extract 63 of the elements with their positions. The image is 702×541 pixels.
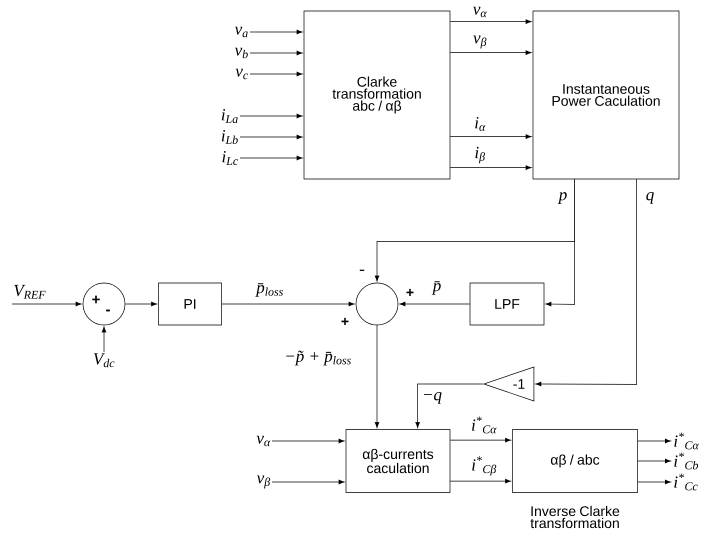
arrow <box>240 114 302 118</box>
edge-label: v$_{β}$ <box>472 34 488 50</box>
arrow <box>400 302 470 306</box>
arrow <box>450 134 532 139</box>
arrow <box>638 438 671 444</box>
process-box: αβ-currents caculation <box>346 429 450 493</box>
signal-label: i$^{*}$Cc <box>674 474 698 490</box>
sign-label: + <box>406 288 414 296</box>
arrow <box>450 438 511 442</box>
edge-label: i$^{*}$Cβ <box>470 455 498 477</box>
edge-label: −q <box>421 391 443 405</box>
edge-label: i$_{β}$ <box>473 146 487 164</box>
arrow <box>102 326 106 352</box>
arrow <box>374 325 380 428</box>
arrow <box>450 478 511 484</box>
signal-label: v$_{a}$ <box>234 26 248 38</box>
arrow <box>638 480 671 484</box>
signal-label: v$_{α}$ <box>256 436 270 446</box>
arrow <box>250 30 302 34</box>
signal-label: i$_{Lb}$ <box>222 130 238 144</box>
arrow <box>450 50 532 55</box>
arrow <box>250 50 302 56</box>
arrow <box>535 179 637 386</box>
arrow <box>272 438 344 444</box>
signal-label: v$_{β}$ <box>256 476 270 488</box>
arrow <box>638 458 671 464</box>
signal-label: i$^{*}$Cα <box>674 432 699 450</box>
edge-label: p <box>558 191 568 205</box>
arrow <box>222 302 354 306</box>
edge-label: p̄ <box>432 280 442 296</box>
arrow <box>250 72 302 76</box>
arrow <box>415 384 484 428</box>
arrow <box>125 302 157 306</box>
signal-label: v$_{c}$ <box>236 68 248 80</box>
signal-label: v$_{b}$ <box>234 48 248 58</box>
signal-label: i$^{*}$Cb <box>674 452 698 470</box>
edge-label: p̄$_{loss}$ <box>255 282 285 298</box>
edge-label: q <box>644 191 656 205</box>
summing-junction: + - <box>82 282 126 326</box>
signal-label: i$_{Lc}$ <box>222 151 238 165</box>
arrow <box>546 179 575 306</box>
arrow <box>240 134 302 140</box>
process-box: PI <box>158 282 222 326</box>
process-box: Clarke transformation abc / αβ <box>304 10 450 180</box>
edge-label: v$_{α}$ <box>472 6 488 18</box>
signal-label: V$_{dc}$ <box>94 353 114 368</box>
sign-label: - <box>360 270 364 271</box>
edge-label: i$^{*}$Cα <box>470 416 498 434</box>
arrow <box>450 165 532 170</box>
arrow <box>12 302 82 306</box>
signal-label: i$_{La}$ <box>222 109 238 123</box>
arrow <box>450 19 532 24</box>
sign-label: + <box>342 318 349 325</box>
edge-label: i$_{α}$ <box>473 116 487 132</box>
signal-label: V$_{REF}$ <box>14 284 46 299</box>
summing-junction <box>356 282 398 326</box>
process-box: Instantaneous Power Caculation <box>532 10 680 180</box>
process-box: LPF <box>470 282 544 326</box>
edge-label: −p̃ + p̄$_{loss}$ <box>283 350 353 366</box>
arrow <box>272 480 344 484</box>
process-box: αβ / abc <box>512 429 638 493</box>
block-caption: Inverse Clarke transformation <box>530 506 620 528</box>
arrow <box>240 156 302 160</box>
